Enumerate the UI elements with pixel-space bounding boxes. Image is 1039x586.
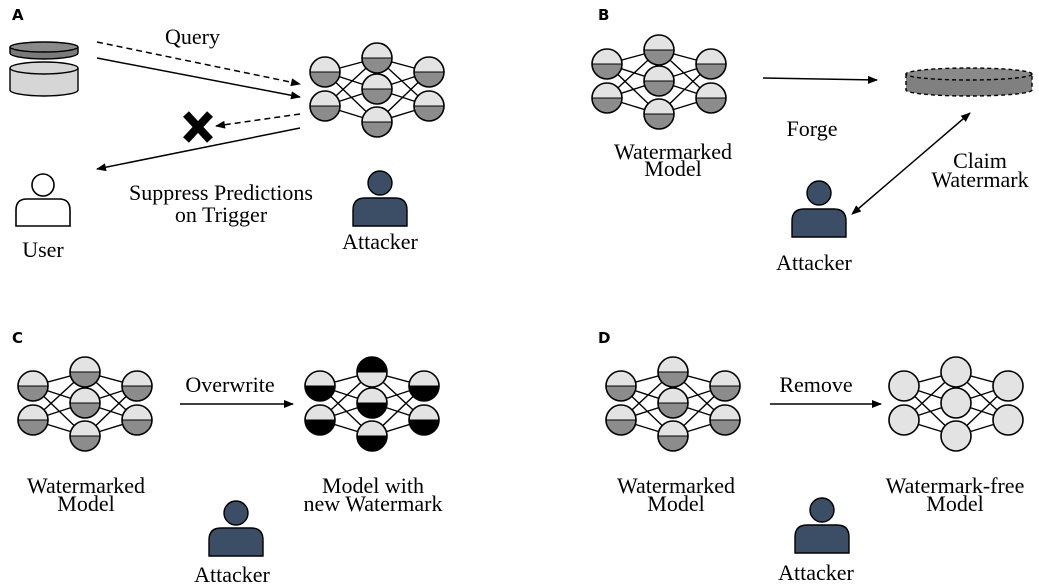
panel-letter-a: A — [12, 6, 24, 24]
network-node — [709, 404, 741, 436]
panel-letter-c: C — [12, 329, 23, 347]
network-node — [605, 370, 637, 402]
model-label-line1: Watermarked — [27, 473, 145, 498]
network-node — [309, 90, 341, 122]
watermark-free-model-network — [888, 356, 1024, 452]
network-node — [992, 404, 1024, 436]
model-label-line2: Model — [644, 156, 701, 181]
network-node — [657, 356, 689, 388]
attacker-label: Attacker — [778, 560, 854, 585]
network-node — [591, 48, 623, 80]
attacker-label: Attacker — [342, 229, 418, 254]
attacker-label: Attacker — [194, 562, 270, 586]
network-node — [709, 370, 741, 402]
panel-letter-d: D — [598, 329, 610, 347]
network-node — [17, 404, 49, 436]
attacker-icon — [791, 180, 847, 238]
model-label-line2: Model — [57, 491, 114, 516]
attacker-icon — [208, 500, 264, 557]
watermarked-model-network — [591, 34, 727, 130]
forge-label: Forge — [787, 116, 838, 141]
overwrite-label: Overwrite — [185, 372, 274, 397]
network-node — [888, 370, 920, 402]
network-node — [408, 404, 440, 436]
network-node — [413, 90, 445, 122]
free-model-label-line2: Model — [926, 491, 983, 516]
database-icon — [9, 41, 79, 97]
forged-watermark-disk-icon — [905, 67, 1033, 97]
network-node — [17, 370, 49, 402]
user-label: User — [22, 237, 64, 262]
panel-d: D Watermarked Model Remove Watermark-fre… — [598, 329, 1024, 585]
network-node — [356, 387, 388, 419]
network-node — [69, 356, 101, 388]
network-node — [408, 370, 440, 402]
model-label-line1: Watermarked — [617, 473, 735, 498]
network-node — [643, 34, 675, 66]
cross-icon — [183, 111, 213, 143]
network-node — [356, 420, 388, 452]
attacker-icon — [352, 170, 408, 227]
network-node — [361, 73, 393, 105]
network-node — [304, 370, 336, 402]
new-model-label-line1: Model with — [322, 473, 424, 498]
network-node — [356, 356, 388, 388]
model-label-line1: Watermarked — [614, 139, 732, 164]
network-node — [605, 404, 637, 436]
watermarked-model-network — [605, 356, 741, 452]
free-model-label-line1: Watermark-free — [886, 473, 1025, 498]
watermarked-model-network — [17, 356, 153, 452]
network-node — [69, 387, 101, 419]
network-node — [940, 420, 972, 452]
new-watermark-model-network — [304, 356, 440, 452]
network-node — [121, 404, 153, 436]
network-node — [940, 356, 972, 388]
network-node — [643, 98, 675, 130]
claim-label-line2: Watermark — [931, 167, 1028, 192]
network-node — [413, 56, 445, 88]
network-node — [888, 404, 920, 436]
network-node — [695, 48, 727, 80]
forge-arrow — [762, 75, 878, 84]
claim-arrow — [851, 112, 971, 215]
panel-a: A Query User Suppress Predictions on Tri… — [9, 6, 445, 262]
suppress-label-line1: Suppress Predictions — [129, 180, 313, 205]
network-node — [657, 420, 689, 452]
network-node — [940, 387, 972, 419]
query-arrow — [96, 41, 301, 87]
network-node — [309, 56, 341, 88]
network-node — [361, 106, 393, 138]
network-node — [121, 370, 153, 402]
remove-label: Remove — [779, 372, 852, 397]
query-label: Query — [165, 24, 220, 49]
network-node — [591, 82, 623, 114]
attacker-label: Attacker — [776, 250, 852, 275]
user-icon — [15, 173, 71, 227]
panel-letter-b: B — [598, 6, 609, 24]
attacker-icon — [794, 497, 850, 554]
attacked-model-network — [309, 42, 445, 138]
panel-b: B Watermarked Model Forge Claim Watermar… — [591, 6, 1033, 275]
network-node — [992, 370, 1024, 402]
network-node — [643, 65, 675, 97]
panel-c: C Watermarked Model Overwrite Model with… — [12, 329, 442, 586]
network-node — [695, 82, 727, 114]
trigger-arrow — [96, 57, 301, 100]
network-node — [69, 420, 101, 452]
claim-label-line1: Claim — [953, 148, 1007, 173]
new-model-label-line2: new Watermark — [304, 491, 443, 516]
suppress-label-line2: on Trigger — [175, 202, 268, 227]
blocked-response-arrow — [215, 113, 301, 129]
response-arrow — [96, 127, 301, 172]
network-node — [657, 387, 689, 419]
model-label-line2: Model — [647, 491, 704, 516]
network-node — [304, 404, 336, 436]
network-node — [361, 42, 393, 74]
